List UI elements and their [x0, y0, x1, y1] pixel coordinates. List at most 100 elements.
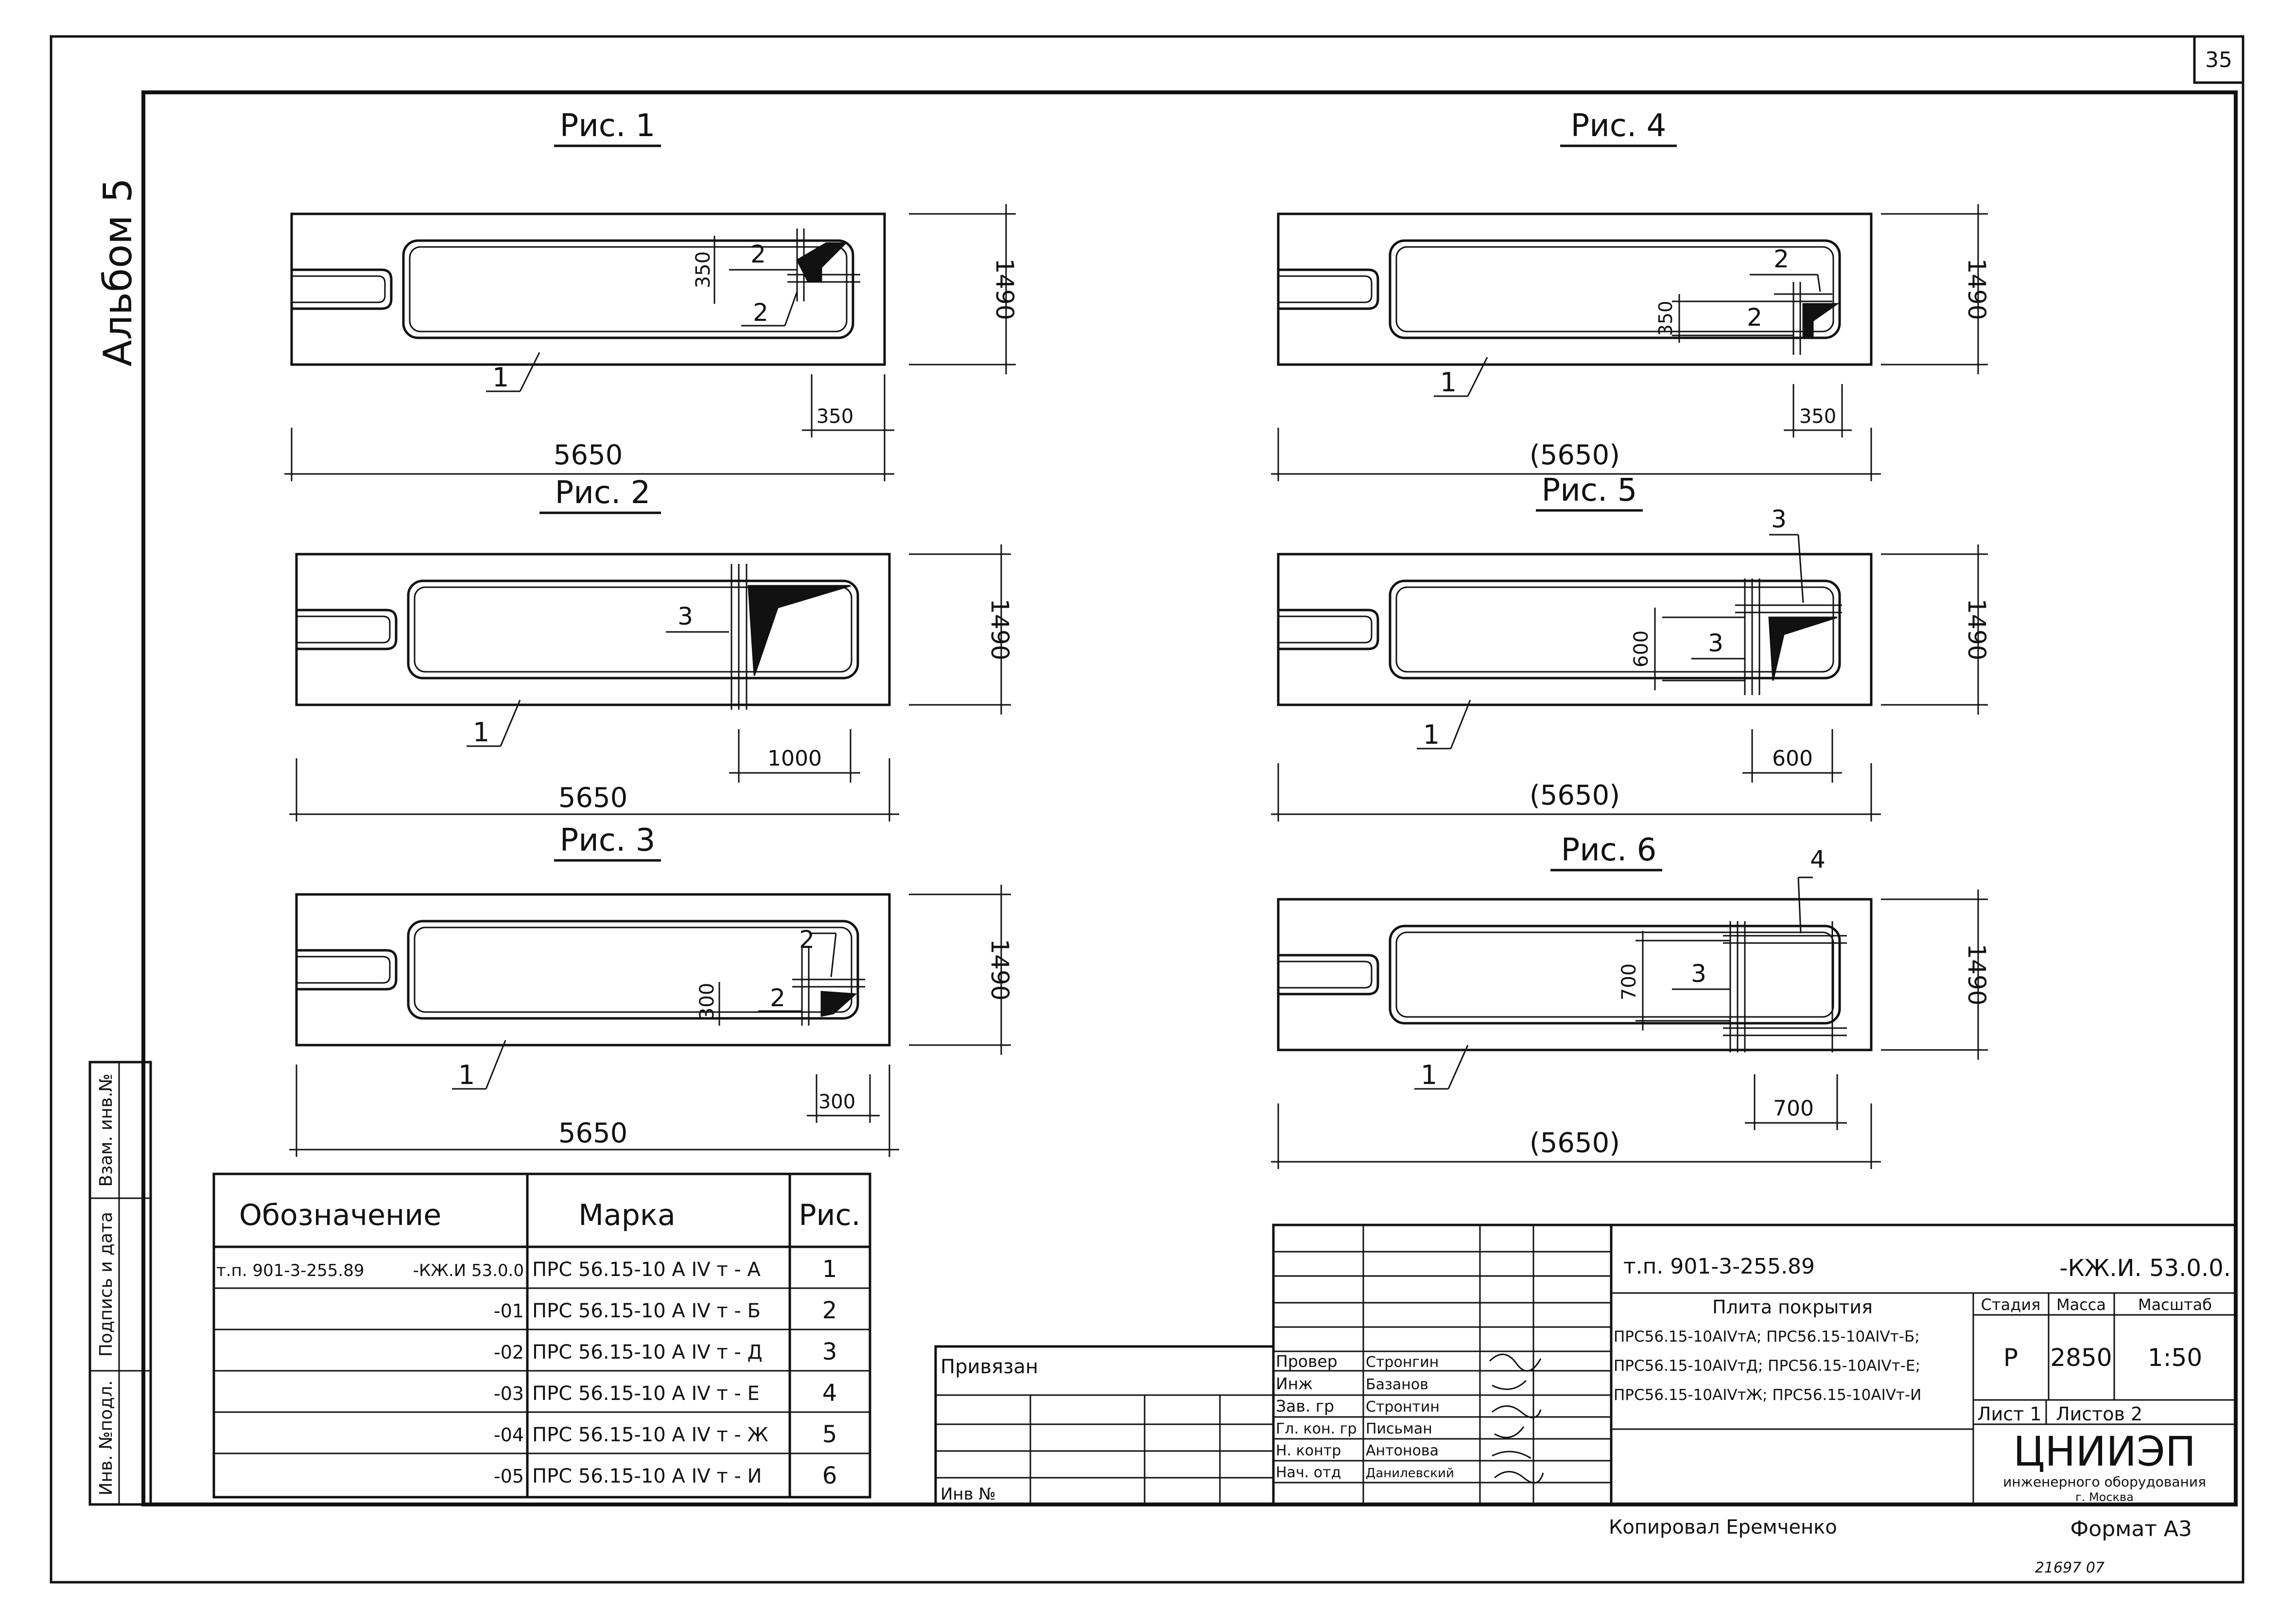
tb-inv-no: Инв №: [940, 1485, 996, 1504]
figure-4-offset: 350: [1655, 301, 1676, 336]
tb-title-line3: ПРС56.15-10АIVтД; ПРС56.15-10АIVт-Е;: [1614, 1357, 1920, 1375]
sig-role: Зав. гр: [1276, 1397, 1334, 1416]
spec-row-suffix: -05: [494, 1466, 524, 1487]
spec-row-suffix: -02: [494, 1342, 524, 1363]
figure-2-height: 1490: [986, 598, 1014, 660]
figure-3-title: Рис. 3: [560, 822, 656, 858]
stamp-number: 21697 07: [2035, 1559, 2105, 1576]
figure-2-callout: 3: [678, 602, 693, 630]
sig-name: Письман: [1366, 1420, 1432, 1437]
figure-1-offset: 350: [692, 251, 714, 288]
figure-4-title: Рис. 4: [1571, 108, 1667, 144]
spec-header-designation: Обозначение: [239, 1198, 441, 1232]
figure-3-callout-a: 2: [799, 926, 815, 954]
figure-6-offset: 700: [1618, 963, 1640, 1000]
spec-header-mark: Марка: [578, 1198, 676, 1232]
figure-3-callout-b: 2: [770, 984, 785, 1012]
figure-1-slab-label: 1: [492, 362, 509, 393]
spec-row-suffix: -03: [494, 1383, 524, 1404]
figure-4-callout-a: 2: [1774, 245, 1789, 273]
figure-2-title: Рис. 2: [555, 475, 651, 511]
side-stamp-sign: Подпись и дата: [96, 1212, 116, 1357]
figure-6-callout-b: 3: [1691, 960, 1706, 988]
figure-1-callout-b: 2: [753, 298, 768, 327]
spec-row-fig: 5: [822, 1421, 837, 1448]
figure-6-opening: 700: [1773, 1096, 1814, 1121]
sig-role: Гл. кон. гр: [1276, 1420, 1357, 1437]
page-number: 35: [2205, 48, 2232, 72]
side-stamp: Инв. №подл. Подпись и дата Взам. инв.№: [88, 1061, 152, 1506]
tb-org-sub: инженерного оборудования: [2003, 1474, 2206, 1490]
tb-scale: 1:50: [2148, 1344, 2202, 1372]
spec-row-fig: 2: [822, 1297, 837, 1324]
tb-doc-code: т.п. 901-3-255.89: [1623, 1254, 1815, 1279]
figure-3-height: 1490: [986, 939, 1014, 1000]
figure-4-slab-label: 1: [1440, 367, 1457, 398]
figure-5-offset: 600: [1630, 630, 1652, 667]
figure-1-title: Рис. 1: [560, 108, 656, 144]
figure-1-opening: 350: [817, 405, 853, 428]
figure-5-callout-b: 3: [1708, 629, 1723, 657]
spec-header-fig: Рис.: [799, 1198, 860, 1232]
tb-doc-suffix: -КЖ.И. 53.0.0.: [2059, 1255, 2231, 1282]
figure-6-height: 1490: [1963, 944, 1991, 1005]
figure-3-slab-label: 1: [458, 1060, 475, 1090]
figure-2: Рис. 2 3 1000 1 5650 1490: [289, 475, 1014, 821]
spec-row-fig: 1: [822, 1256, 837, 1283]
page-number-box: [2193, 35, 2244, 84]
figure-4: Рис. 4 2 350 2 350 1 (5650) 1490: [1271, 108, 1991, 481]
spec-row-mark: ПРС 56.15-10 А IV т - Б: [532, 1300, 761, 1322]
sig-name: Антонова: [1366, 1442, 1439, 1459]
spec-table: Обозначение Марка Рис. т.п. 901-3-255.89…: [212, 1172, 871, 1499]
figure-5-opening: 600: [1772, 746, 1813, 771]
signature-scribbles: [1489, 1353, 1544, 1484]
tb-scale-header: Масштаб: [2138, 1295, 2212, 1314]
figure-1-callout-a: 2: [750, 240, 766, 268]
table-row: -03 ПРС 56.15-10 А IV т - Е 4: [494, 1380, 837, 1407]
spec-row-mark: ПРС 56.15-10 А IV т - Ж: [532, 1424, 768, 1446]
figure-4-callout-b: 2: [1747, 303, 1762, 332]
table-row: т.п. 901-3-255.89 -КЖ.И 53.0.0 ПРС 56.15…: [216, 1256, 837, 1283]
spec-row-suffix: -04: [494, 1424, 524, 1446]
figure-4-height: 1490: [1963, 258, 1991, 320]
tb-stage-header: Стадия: [1981, 1295, 2041, 1314]
figure-5-callout-a: 3: [1771, 505, 1787, 533]
sig-role: Нач. отд: [1276, 1464, 1341, 1481]
table-row: -05 ПРС 56.15-10 А IV т - И 6: [494, 1462, 837, 1489]
signature-row: Провер Стронгин: [1276, 1352, 1439, 1371]
spec-row-mark: ПРС 56.15-10 А IV т - И: [532, 1465, 762, 1487]
tb-stage: Р: [2003, 1344, 2018, 1372]
spec-row-mark: ПРС 56.15-10 А IV т - Д: [532, 1341, 763, 1363]
outer-frame: [50, 35, 2244, 1584]
sig-role: Провер: [1276, 1352, 1338, 1371]
tb-mass-header: Масса: [2056, 1295, 2106, 1314]
tb-mass: 2850: [2050, 1344, 2112, 1372]
figure-3-offset: 300: [696, 983, 718, 1020]
figure-1: Рис. 1 350 2 2 350 1 5650 1490: [284, 108, 1019, 481]
sig-role: Инж: [1276, 1374, 1313, 1393]
figure-4-opening: 350: [1799, 405, 1836, 428]
tb-title-line2: ПРС56.15-10АIVтА; ПРС56.15-10АIVт-Б;: [1614, 1328, 1920, 1346]
sig-role: Н. контр: [1276, 1442, 1341, 1459]
figure-2-opening: 1000: [767, 746, 822, 771]
tb-org: ЦНИИЭП: [2013, 1428, 2196, 1475]
figure-5: Рис. 5 3 600 3 600 1 (5650) 1490: [1271, 472, 1991, 821]
title-block: Привязан Инв № Провер Стронгин Инж Базан…: [934, 1223, 2237, 1506]
signature-row: Н. контр Антонова: [1276, 1442, 1439, 1459]
spec-row-fig: 3: [822, 1338, 837, 1365]
table-row: -04 ПРС 56.15-10 А IV т - Ж 5: [494, 1421, 837, 1448]
signature-row: Нач. отд Данилевский: [1276, 1464, 1454, 1481]
spec-row-mark: ПРС 56.15-10 А IV т - Е: [532, 1382, 760, 1405]
figure-6-slab-label: 1: [1421, 1060, 1437, 1090]
album-label: Альбом 5: [95, 178, 140, 367]
figure-5-title: Рис. 5: [1542, 472, 1637, 508]
signature-row: Гл. кон. гр Письман: [1276, 1420, 1432, 1437]
figure-3-width: 5650: [558, 1118, 628, 1149]
signature-row: Зав. гр Стронтин: [1276, 1397, 1440, 1416]
table-row: -02 ПРС 56.15-10 А IV т - Д 3: [494, 1338, 837, 1365]
tb-title: Плита покрытия: [1712, 1296, 1873, 1318]
figure-6-title: Рис. 6: [1561, 832, 1657, 868]
figure-5-slab-label: 1: [1423, 719, 1440, 750]
figure-2-width: 5650: [558, 782, 628, 814]
signature-row: Инж Базанов: [1276, 1374, 1428, 1393]
